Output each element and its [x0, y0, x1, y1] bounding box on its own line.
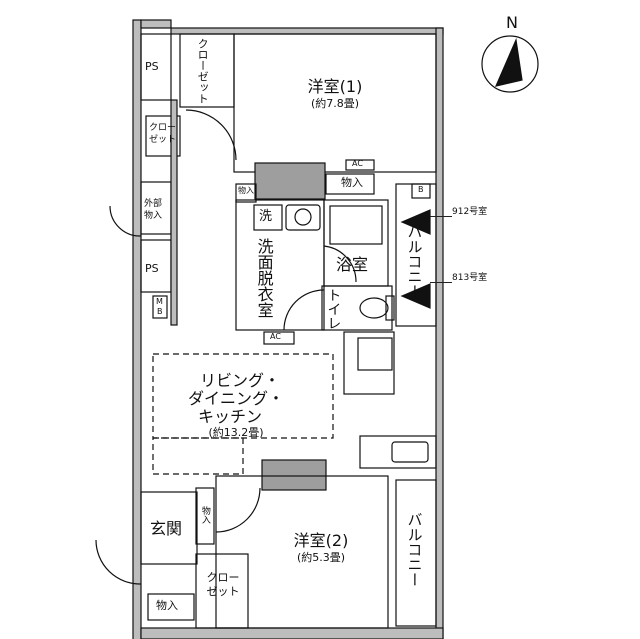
closet-small-box: [145, 115, 181, 157]
mb-label-1: M: [156, 297, 163, 306]
note-912-line: [430, 216, 452, 217]
b-mark-label: B: [418, 185, 424, 194]
western-room-2-size: (約5.3畳): [296, 551, 346, 564]
outer-wall-bottom: [140, 627, 444, 639]
door-swing-room1: [185, 109, 237, 161]
outer-wall-right: [435, 27, 444, 639]
western-room-2-box: [215, 475, 389, 629]
ac-mid-label: AC: [270, 332, 281, 341]
door-swing-room2: [215, 487, 261, 533]
column-lower: [261, 459, 327, 491]
entrance-storage-box: [195, 487, 215, 545]
ldk-line1: リビング・: [199, 371, 280, 390]
wash-basin-box: [285, 204, 321, 231]
outer-wall-top: [140, 19, 172, 29]
entrance-box: [140, 491, 198, 565]
bathtub-box: [329, 205, 383, 245]
closet-small-label-1: クロー: [149, 123, 177, 133]
ldk-dashed-lower: [152, 437, 244, 475]
outer-wall-left: [132, 19, 142, 639]
ps-top-label: PS: [145, 60, 159, 73]
closet-2-box: [195, 553, 249, 629]
toilet-box: [321, 285, 393, 331]
bathroom-name: 浴室: [336, 255, 369, 274]
ac-top-box: [345, 159, 375, 171]
wash-sink-box: [253, 204, 283, 231]
external-storage-label-2: 物入: [144, 211, 163, 221]
kitchen-stove: [357, 337, 393, 371]
storage-wash-label: 物入: [238, 186, 254, 195]
left-corridor-wall: [170, 99, 178, 326]
washroom-storage-box: [235, 183, 257, 203]
column-top: [254, 162, 326, 200]
door-swing-entrance: [95, 539, 142, 585]
western-room-2-name: 洋室(2): [293, 531, 349, 550]
ldk-line3: キッチン: [197, 407, 262, 426]
washroom-sink-label: 洗: [259, 209, 273, 224]
balcony-south-name: バルコニー: [405, 512, 424, 587]
door-swing-wash: [283, 289, 325, 331]
storage-top-label: 物入: [341, 176, 363, 189]
arrow-912: [400, 209, 431, 235]
western-room-1-box: [233, 33, 437, 173]
b-mark-box: [411, 183, 431, 199]
compass-north-label: N: [506, 13, 518, 32]
compass-needle: [494, 37, 523, 87]
western-room-1-size: (約7.8畳): [310, 97, 360, 110]
storage-bottom-box: [147, 593, 195, 621]
balcony-south-box: [395, 479, 437, 627]
arrow-813: [400, 283, 431, 309]
ac-mid-box: [263, 331, 295, 345]
wash-basin-drain: [294, 208, 312, 226]
ps-mid-label: PS: [145, 262, 159, 275]
mb-label-2: B: [157, 307, 163, 316]
kitchen-sink-counter: [359, 435, 437, 469]
compass-circle: [481, 35, 539, 93]
washroom-name: 洗面脱衣室: [254, 238, 274, 318]
kitchen-counter: [343, 331, 395, 395]
kitchen-sink: [391, 441, 429, 463]
closet-small-label-2: ゼット: [149, 135, 177, 145]
note-912: 912号室: [452, 207, 488, 217]
ldk-size: (約13.2畳): [208, 426, 264, 439]
ac-top-label: AC: [352, 159, 363, 168]
closet-2-label-2: ゼット: [206, 585, 240, 598]
note-813-line: [430, 282, 452, 283]
door-swing-ext: [109, 205, 142, 237]
closet-1-label: クローゼット: [196, 38, 210, 104]
toilet-tank: [385, 295, 395, 321]
external-storage-label-1: 外部: [144, 199, 163, 209]
balcony-north-name: バルコニー: [405, 224, 424, 299]
entrance-name: 玄関: [150, 519, 183, 538]
toilet-name: トイレ: [325, 288, 342, 330]
closet-2-label-1: クロー: [206, 571, 240, 584]
toilet-bowl: [359, 297, 389, 319]
door-swing-bath: [323, 245, 357, 283]
mb-box: [152, 295, 168, 319]
storage-entrance-label: 物入: [199, 506, 210, 524]
storage-bottom-label: 物入: [156, 599, 178, 612]
western-room-1-name: 洋室(1): [307, 77, 363, 96]
ldk-line2: ダイニング・: [187, 389, 284, 408]
outer-wall-top-right: [170, 27, 444, 35]
ps-top-box: [140, 33, 172, 101]
storage-top-box: [325, 173, 375, 195]
note-813: 813号室: [452, 273, 488, 283]
